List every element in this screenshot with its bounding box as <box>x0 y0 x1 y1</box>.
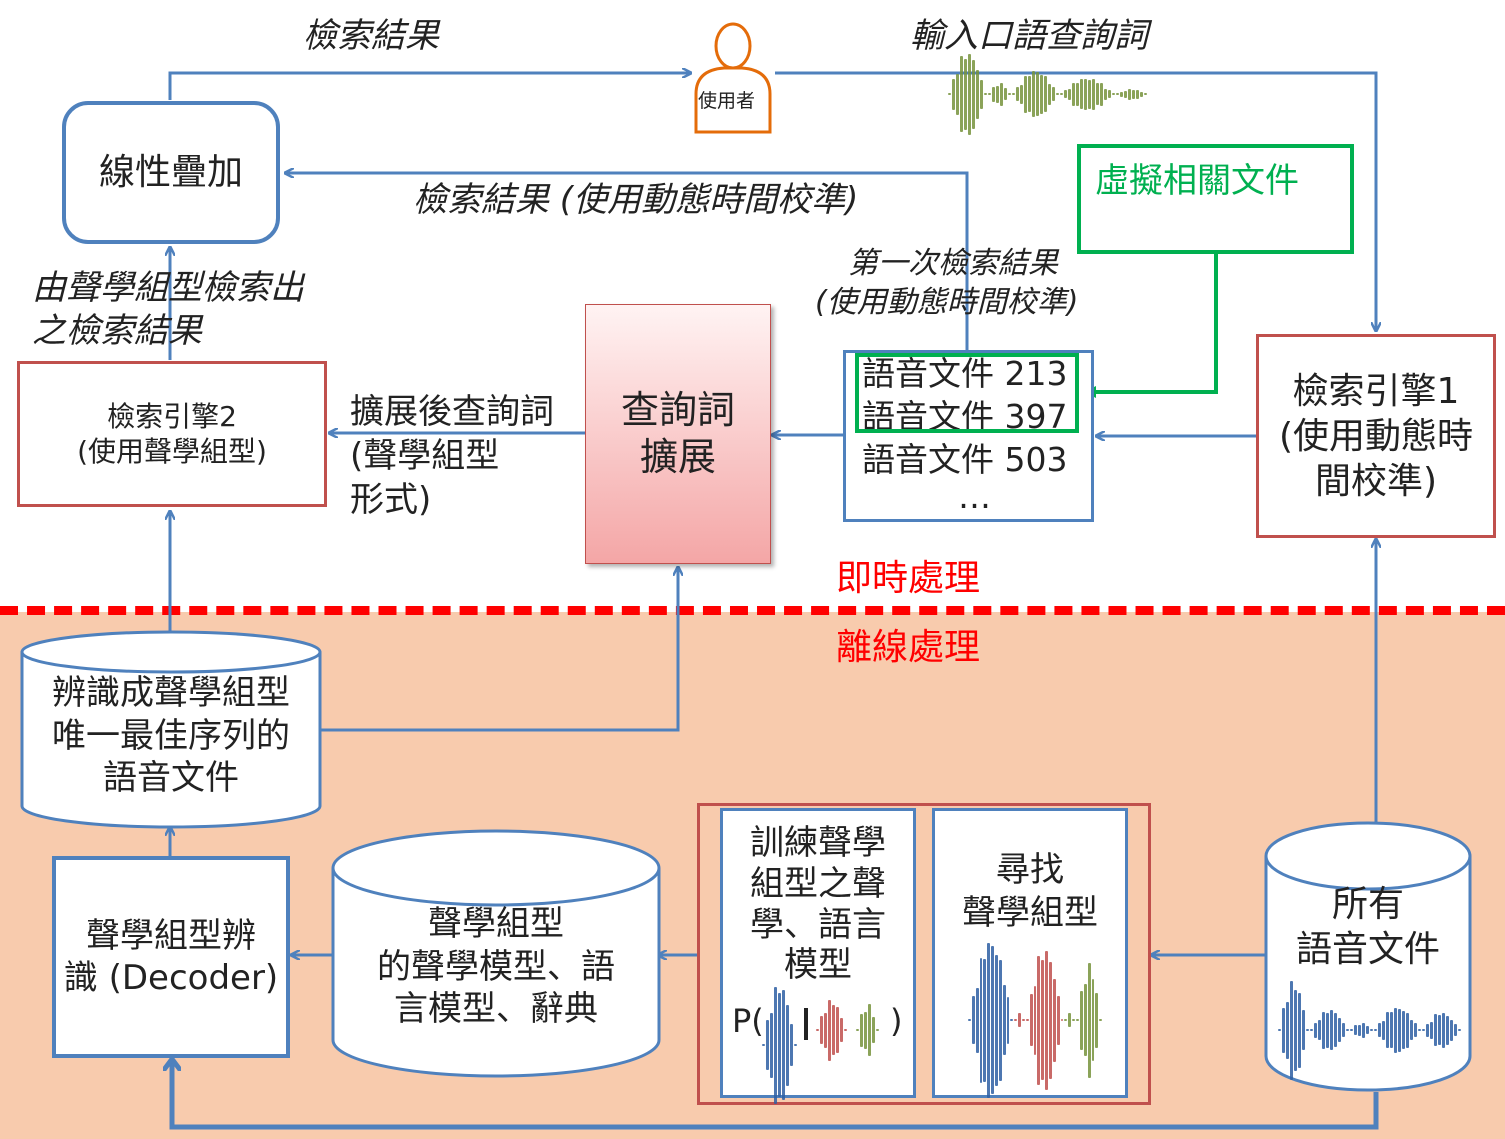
probability-close: ) <box>890 1002 903 1040</box>
label-first-results-1: 第一次檢索結果 <box>848 246 1058 281</box>
decoder-box: 聲學組型辨 識 (Decoder) <box>52 856 290 1058</box>
label-expanded-query-1: 擴展後查詢詞 <box>350 392 554 432</box>
doc-item-ellipsis: … <box>958 476 991 516</box>
pattern-waveform-green <box>856 995 884 1065</box>
pseudo-relevant-highlight <box>855 353 1079 433</box>
label-first-results-2: (使用動態時間校準) <box>815 285 1079 320</box>
arrow-pseudo-to-doclist <box>1084 254 1218 398</box>
models-line3: 言模型、辭典 <box>394 989 598 1029</box>
decoded-docs-text: 辨識成聲學組型 唯一最佳序列的 語音文件 <box>20 672 322 800</box>
all-docs-line2: 語音文件 <box>1295 929 1440 970</box>
probability-bar <box>804 1008 808 1040</box>
engine2-line2: (使用聲學組型) <box>77 435 267 468</box>
arrow-alldocs-to-decoder <box>172 1062 1379 1130</box>
query-expansion-line1: 查詢詞 <box>620 387 735 432</box>
linear-combination-box: 線性疊加 <box>62 101 280 244</box>
doc-item: 語音文件 213 <box>862 354 1068 393</box>
segmented-speech-waveform <box>968 935 1103 1105</box>
all-docs-line1: 所有 <box>1331 884 1404 925</box>
arrow-dtw-results-to-combination <box>286 173 969 350</box>
find-patterns-box: 尋找 聲學組型 <box>932 808 1128 1098</box>
label-pattern-results-1: 由聲學組型檢索出 <box>32 268 304 308</box>
engine1-line2: (使用動態時 <box>1278 415 1474 457</box>
label-search-results-top: 檢索結果 <box>303 16 439 56</box>
user-icon: 使用者 <box>692 16 774 134</box>
decoded-docs-line2: 唯一最佳序列的 <box>52 715 290 756</box>
query-expansion-box: 查詢詞 擴展 <box>585 304 771 564</box>
all-docs-waveform <box>1278 975 1464 1085</box>
user-label: 使用者 <box>698 90 756 112</box>
find-line1: 尋找 <box>996 850 1064 890</box>
pattern-waveform-blue <box>762 980 802 1110</box>
decoder-line1: 聲學組型辨 <box>86 915 256 956</box>
label-expanded-query-3: 形式) <box>350 480 432 520</box>
all-docs-cylinder <box>1264 821 1472 1092</box>
train-line4: 模型 <box>784 945 852 986</box>
label-search-results-dtw: 檢索結果 (使用動態時間校準) <box>413 180 859 220</box>
train-line2: 組型之聲 <box>750 863 886 904</box>
find-line2: 聲學組型 <box>962 892 1098 933</box>
decoded-docs-line1: 辨識成聲學組型 <box>52 673 290 713</box>
online-offline-divider <box>0 606 1505 615</box>
train-models-box: 訓練聲學 組型之聲 學、語言 模型 <box>720 808 916 1098</box>
models-line2: 的聲學模型、語 <box>377 946 615 987</box>
engine1-line3: 間校準) <box>1314 460 1438 502</box>
label-input-spoken-query: 輸入口語查詢詞 <box>910 16 1148 56</box>
label-expanded-query-2: (聲學組型 <box>350 436 500 476</box>
train-line1: 訓練聲學 <box>750 823 886 863</box>
decoded-docs-cylinder <box>20 630 322 829</box>
arrow-query-to-engine1 <box>775 71 1376 330</box>
search-engine-1-box: 檢索引擎1 (使用動態時 間校準) <box>1256 334 1496 538</box>
train-line3: 學、語言 <box>750 904 886 945</box>
linear-combination-label: 線性疊加 <box>98 152 243 193</box>
probability-open: P( <box>732 1002 764 1040</box>
pseudo-relevant-label: 虛擬相關文件 <box>1095 161 1299 201</box>
search-engine-2-box: 檢索引擎2 (使用聲學組型) <box>17 361 327 507</box>
label-offline-processing: 離線處理 <box>836 627 981 668</box>
models-cylinder <box>331 829 661 1078</box>
label-pattern-results-2: 之檢索結果 <box>32 311 202 351</box>
pseudo-relevant-box: 虛擬相關文件 <box>1077 144 1354 254</box>
arrow-decoded-to-expansion <box>320 568 678 732</box>
doc-item: 語音文件 503 <box>862 439 1068 479</box>
decoder-line2: 識 (Decoder) <box>63 958 279 998</box>
engine2-line1: 檢索引擎2 <box>107 400 237 433</box>
models-line1: 聲學組型 <box>428 904 564 944</box>
spoken-query-waveform <box>948 44 1153 144</box>
query-expansion-line2: 擴展 <box>639 435 716 479</box>
label-online-processing: 即時處理 <box>836 558 981 599</box>
decoded-docs-line3: 語音文件 <box>103 758 239 798</box>
engine1-line1: 檢索引擎1 <box>1292 370 1460 412</box>
models-text: 聲學組型 的聲學模型、語 言模型、辭典 <box>331 903 661 1031</box>
pattern-waveform-red <box>816 990 852 1070</box>
all-docs-text: 所有 語音文件 <box>1264 882 1472 972</box>
pattern-discovery-block <box>697 803 1151 1105</box>
arrow-results-to-user <box>168 73 690 100</box>
